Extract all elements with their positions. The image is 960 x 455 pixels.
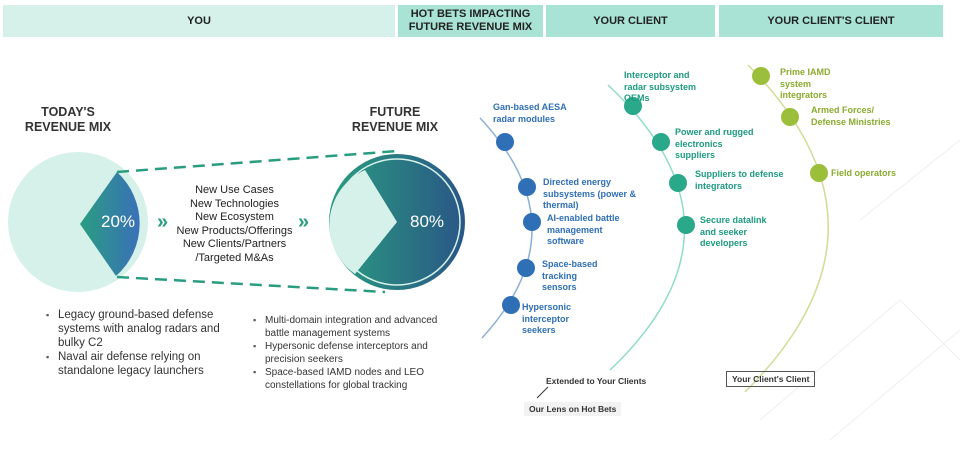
today-title: TODAY'S REVENUE MIX [24,105,112,134]
hot-bet-label: AI-enabled battle management software [547,213,620,246]
header-clients-client: YOUR CLIENT'S CLIENT [719,5,943,37]
future-bullets: Multi-domain integration and advanced ba… [251,314,440,392]
lens-note: Our Lens on Hot Bets [524,402,622,416]
hot-bet-label: Hypersonic interceptor seekers [522,302,572,335]
extended-note: Extended to Your Clients [546,376,647,386]
header-your-client: YOUR CLIENT [546,5,715,37]
client-label: Interceptor and radar subsystem OEMs [624,70,697,103]
today-bullets: Legacy ground-based defense systems with… [44,308,233,378]
future-title: FUTURE REVENUE MIX [351,105,439,134]
clients-client-note: Your Client's Client [726,371,816,387]
clients-client-label: Field operators [831,168,897,178]
today-slice [80,172,140,276]
today-percent: 20% [101,212,136,231]
future-slice [329,170,397,274]
future-percent: 80% [410,212,445,231]
header-you: YOU [3,5,395,37]
client-label: Secure datalink and seeker developers [700,215,767,248]
chevron-icon: » [157,211,168,233]
hot-bet-label: Directed energy subsystems (power & ther… [543,177,637,210]
chevron-icon: » [298,211,309,233]
client-label: Suppliers to defense integrators [695,169,784,191]
hot-bet-label: Space-based tracking sensors [542,259,598,292]
clients-client-label: Armed Forces/ Defense Ministries [811,105,891,127]
hot-bet-label: Gan-based AESA radar modules [493,102,567,124]
header-hot-bets: HOT BETS IMPACTING FUTURE REVENUE MIX [398,5,543,37]
clients-client-label: Prime IAMD system integrators [780,67,831,100]
client-label: Power and rugged electronics suppliers [675,127,754,160]
